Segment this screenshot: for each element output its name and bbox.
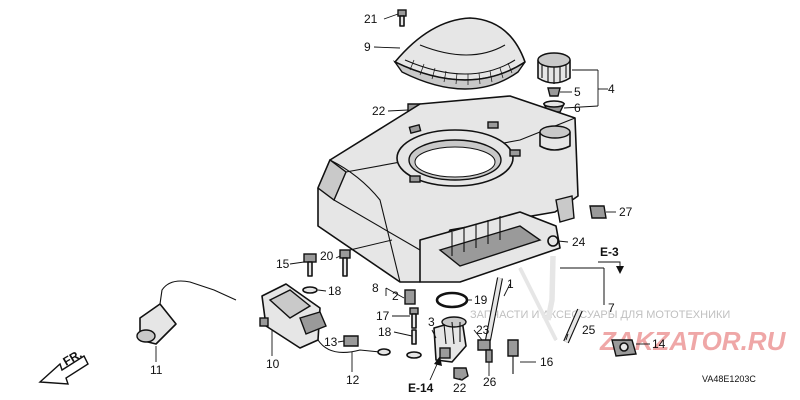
collar-2 <box>404 289 416 305</box>
arrow-up-icon <box>434 356 442 366</box>
spark-plug-cap-11 <box>136 280 237 345</box>
callout-24: 24 <box>572 235 586 249</box>
callout-6: 6 <box>574 101 581 115</box>
clip-24 <box>547 235 559 247</box>
nut-22-bottom <box>453 367 469 381</box>
callout-2: 2 <box>392 289 399 303</box>
callout-20: 20 <box>320 249 334 263</box>
reference-e3: E-3 <box>598 245 624 274</box>
callout-10: 10 <box>266 357 280 371</box>
front-arrow-icon <box>38 354 89 385</box>
clamp-23 <box>477 339 491 351</box>
fuel-cap <box>537 52 571 84</box>
reference-e14: E-14 <box>408 356 442 395</box>
tube-clip-14 <box>611 339 637 357</box>
fuel-valve-3 <box>433 316 467 363</box>
bolt-15 <box>303 253 317 277</box>
callout-23: 23 <box>476 323 490 337</box>
callout-22-bottom: 22 <box>453 381 467 395</box>
fuel-tube-7 <box>518 255 558 341</box>
callout-13: 13 <box>324 335 338 349</box>
bolt-17 <box>409 307 419 329</box>
reference-e14-label: E-14 <box>408 381 434 395</box>
callout-9: 9 <box>364 40 371 54</box>
callout-12: 12 <box>346 373 360 387</box>
watermark-text: ЗАПЧАСТИ И АКСЕССУАРЫ ДЛЯ МОТОТЕХНИКИ <box>470 309 730 321</box>
callout-27: 27 <box>619 205 633 219</box>
callout-7: 7 <box>608 301 615 315</box>
diagram-code: VA48E1203C <box>702 374 756 384</box>
callout-18-b: 18 <box>378 325 392 339</box>
callout-17: 17 <box>376 309 390 323</box>
washer-18b <box>406 329 422 359</box>
bolt-21 <box>397 9 407 27</box>
o-ring-19 <box>435 291 469 309</box>
bolt-20 <box>339 249 351 277</box>
callout-14: 14 <box>652 337 666 351</box>
fuel-tube-25 <box>563 308 583 344</box>
reference-e3-label: E-3 <box>600 245 619 259</box>
callout-numbers: 21 9 22 4 5 6 27 24 15 20 18 8 2 19 1 7 … <box>150 12 666 395</box>
callout-11: 11 <box>150 363 163 377</box>
callout-1: 1 <box>507 277 514 291</box>
callout-3: 3 <box>428 315 435 329</box>
fuel-filter <box>547 87 561 97</box>
washer-18a <box>302 286 318 294</box>
arrow-down-icon <box>616 266 624 274</box>
ground-wire-12 <box>317 339 391 356</box>
callout-25: 25 <box>582 323 596 337</box>
callout-5: 5 <box>574 85 581 99</box>
callout-16: 16 <box>540 355 554 369</box>
leader-lines <box>155 13 650 380</box>
ignition-coil-10 <box>259 283 327 349</box>
fuel-tube-1 <box>485 277 503 341</box>
clip-27 <box>589 205 607 219</box>
drain-screw-16 <box>507 339 519 374</box>
wire-clip-13 <box>343 335 359 347</box>
recoil-starter-cover <box>392 17 526 90</box>
washer-26 <box>485 349 493 363</box>
fuel-cap-gasket <box>542 100 566 113</box>
callout-15: 15 <box>276 257 290 271</box>
callout-19: 19 <box>474 293 488 307</box>
front-direction-indicator: FR. <box>38 347 89 385</box>
callout-26: 26 <box>483 375 497 389</box>
callout-18-a: 18 <box>328 284 342 298</box>
callout-21: 21 <box>364 12 378 26</box>
callout-4: 4 <box>608 82 615 96</box>
fan-cover-fuel-tank <box>317 95 579 283</box>
callout-22-top: 22 <box>372 104 386 118</box>
callout-8: 8 <box>372 281 379 295</box>
